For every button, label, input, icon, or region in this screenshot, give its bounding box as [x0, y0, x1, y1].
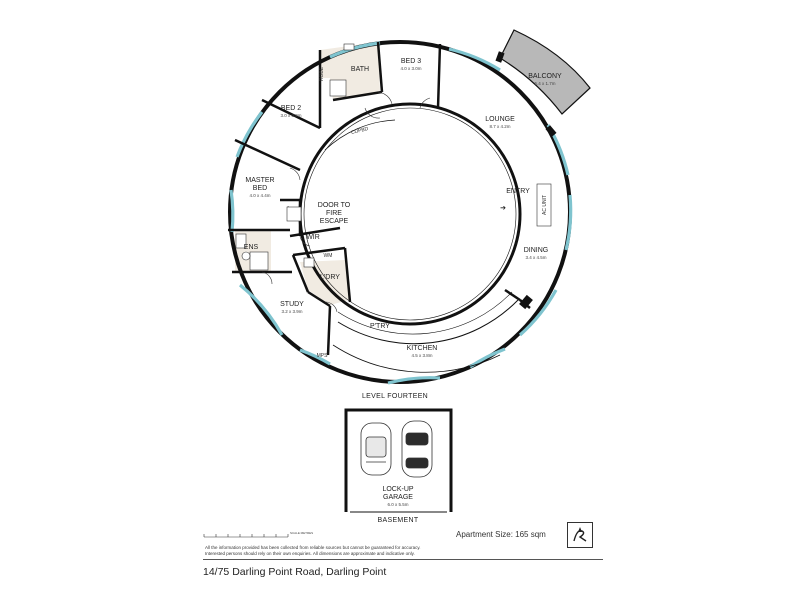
lounge-label: LOUNGE: [485, 116, 515, 123]
kitchen-island-arc: [332, 344, 501, 373]
window: [299, 348, 331, 366]
ens-vanity: [235, 233, 247, 249]
dining-dim: 3.4 x 4.5m: [525, 255, 546, 260]
structural-columns: [495, 51, 557, 310]
door-fire-label-3: ESCAPE: [320, 218, 349, 225]
garage-label-1: LOCK-UP: [382, 486, 413, 493]
scale-label: SCALE METRES: [290, 531, 314, 535]
window: [518, 289, 558, 337]
bed3-dim: 4.0 x 3.0m: [400, 66, 421, 71]
ens-toilet: [241, 251, 251, 261]
apartment-size: Apartment Size: 165 sqm: [456, 530, 546, 539]
bed2-label: BED 2: [281, 105, 301, 112]
window: [229, 189, 235, 233]
robe-label: ROBE: [319, 66, 325, 81]
balcony: [499, 29, 591, 115]
entry-arrow: ➔: [500, 205, 506, 212]
room-labels: BALCONY 5.4 x 1.7m BED 3 4.0 x 3.0m BATH…: [244, 58, 562, 359]
kitchen-bench: [337, 299, 519, 345]
scale-bar: [203, 534, 289, 538]
footer-divider: [203, 559, 603, 560]
ens-label: ENS: [244, 244, 259, 251]
balcony-label: BALCONY: [528, 73, 562, 80]
entry-label: ENTRY: [506, 188, 530, 195]
ptry-label: P'TRY: [370, 323, 390, 330]
master-bed-label-2: BED: [253, 185, 267, 192]
garage-dim: 6.0 x 5.5m: [387, 502, 408, 507]
study-dim: 3.2 x 3.9m: [281, 309, 302, 314]
kitchen-dim: 4.5 x 3.8m: [411, 353, 432, 358]
study-label: STUDY: [280, 301, 304, 308]
kitchen-label: KITCHEN: [407, 345, 438, 352]
bath-shower: [329, 79, 347, 97]
garage-walls: [344, 408, 453, 512]
disclaimer: All the information provided has been co…: [205, 545, 421, 556]
bath-label: BATH: [351, 66, 369, 73]
window: [235, 111, 264, 158]
cupboard-arc: [324, 119, 396, 151]
window: [238, 283, 284, 336]
ens-shower: [249, 251, 269, 271]
window: [564, 194, 573, 251]
balcony-dim: 5.4 x 1.7m: [534, 81, 555, 86]
wir-label: WIR: [306, 234, 320, 241]
wm-label: WM: [324, 253, 333, 259]
car-right: [401, 420, 433, 478]
window: [469, 347, 506, 369]
garage: LOCK-UP GARAGE 6.0 x 5.5m: [344, 408, 453, 513]
fire-door-box: [286, 206, 302, 222]
garage-label-2: GARAGE: [383, 494, 413, 501]
kitchen-bench-inner: [337, 291, 513, 335]
north-compass-icon: [567, 522, 593, 548]
ldry-label: L'DRY: [320, 274, 340, 281]
master-bed-label-1: MASTER: [245, 177, 274, 184]
fixtures: [235, 43, 552, 271]
master-bed-dim: 4.0 x 4.4m: [249, 193, 270, 198]
door-fire-label-1: DOOR TO: [318, 202, 351, 209]
bed2-dim: 3.0 x 3.0m: [280, 113, 301, 118]
bath-sink: [343, 43, 355, 51]
ac-unit-label: AC UNIT: [542, 195, 548, 215]
laundry-tub: [303, 257, 315, 268]
property-address: 14/75 Darling Point Road, Darling Point: [203, 566, 387, 578]
mps-label: MPS: [317, 353, 329, 359]
window: [387, 376, 441, 385]
door-fire-label-2: FIRE: [326, 210, 342, 217]
dining-label: DINING: [524, 247, 549, 254]
ac-unit-box: [536, 183, 552, 227]
car-left: [360, 422, 392, 476]
bed3-label: BED 3: [401, 58, 421, 65]
core-inner-line: [303, 107, 517, 321]
level-caption: LEVEL FOURTEEN: [362, 393, 428, 400]
cupbd-label: CUPBD: [351, 126, 370, 136]
basement-caption: BASEMENT: [378, 517, 419, 524]
window: [448, 47, 501, 72]
lounge-dim: 8.7 x 4.2m: [489, 124, 510, 129]
